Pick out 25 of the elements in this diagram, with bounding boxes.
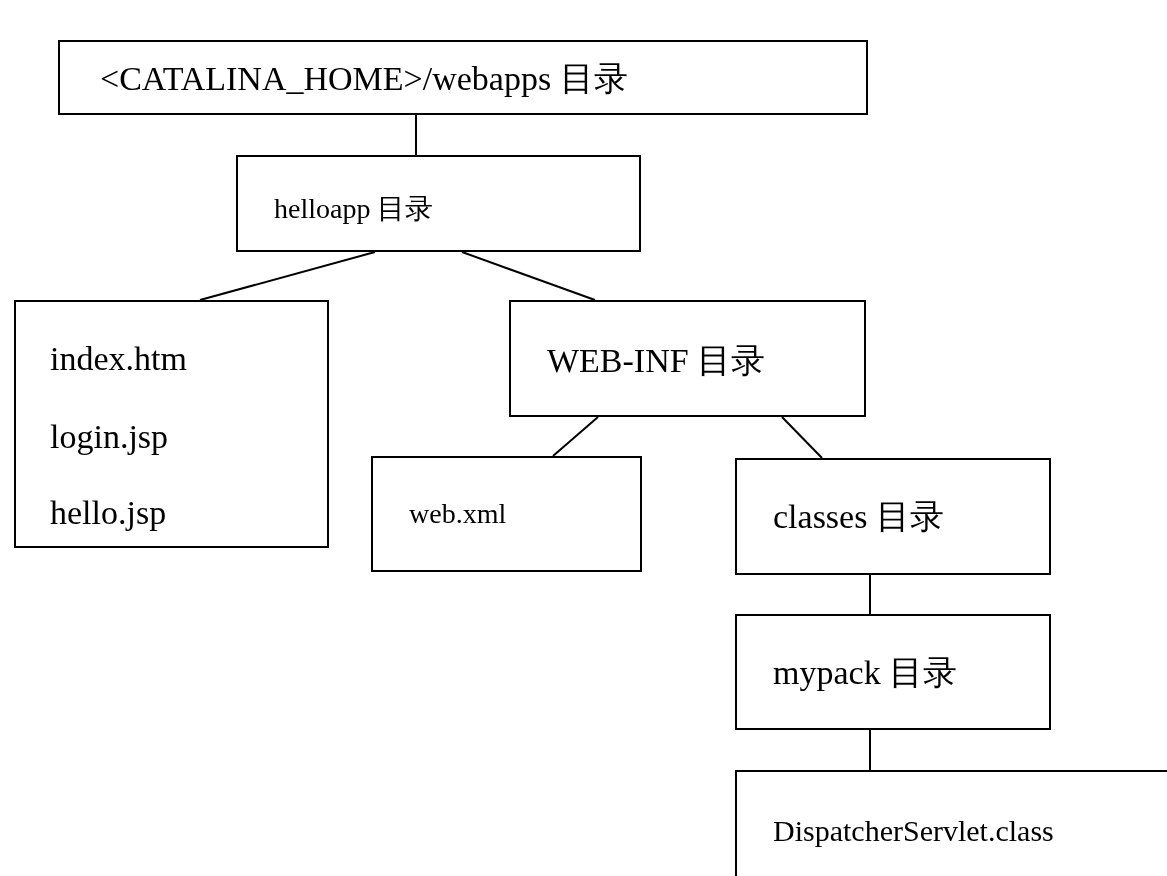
connector-line [461,251,596,301]
connector-line [199,251,376,301]
connector-line [869,574,871,615]
file-box [371,456,642,572]
file-name: index.htm [50,340,187,378]
connector-line [781,416,823,459]
folder-box [236,155,641,252]
folder-box [58,40,868,115]
box-label: DispatcherServlet.class [773,814,1054,848]
box-label: web.xml [409,498,507,530]
box-label: helloapp 目录 [274,192,434,226]
box-label: <CATALINA_HOME>/webapps 目录 [100,59,628,99]
file-name: login.jsp [50,418,169,456]
box-label: mypack 目录 [773,653,958,693]
folder-box [735,458,1051,575]
file-list-box [14,300,329,548]
file-box [735,770,1167,876]
folder-box [735,614,1051,730]
box-label: WEB-INF 目录 [547,341,766,381]
folder-box [509,300,866,417]
connector-line [869,729,871,771]
connector-line [552,416,599,457]
box-label: classes 目录 [773,497,944,537]
connector-line [415,114,417,156]
file-name: hello.jsp [50,494,167,532]
